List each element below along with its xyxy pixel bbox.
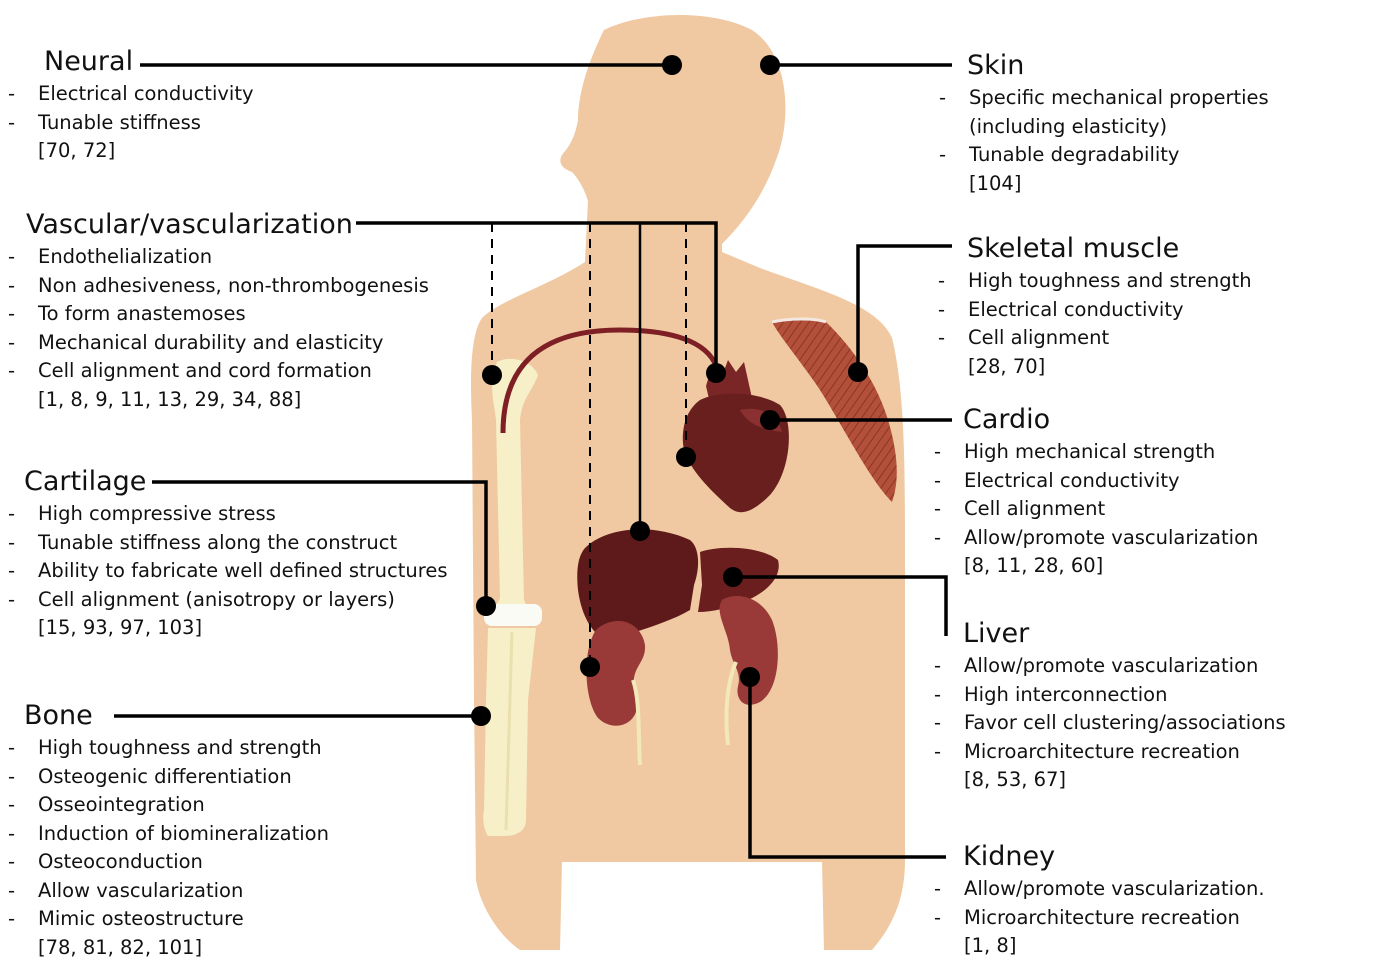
liver-item: Allow/promote vascularization [934,652,1286,681]
kidney-refs: [1, 8] [934,932,1265,961]
cartilage-item: Ability to fabricate well defined struct… [8,557,448,586]
kidney-item: Microarchitecture recreation [934,904,1265,933]
neural-block: Neural Electrical conductivity Tunable s… [8,46,254,166]
vascular-block: Vascular/vascularization Endothelializat… [8,209,429,414]
liver-item: High interconnection [934,681,1286,710]
cartilage-refs: [15, 93, 97, 103] [8,614,448,643]
liver-list: Allow/promote vascularization High inter… [934,652,1286,766]
cardio-block: Cardio High mechanical strength Electric… [934,404,1258,581]
bone-item: Mimic osteostructure [8,905,329,934]
skeletal-list: High toughness and strength Electrical c… [938,267,1252,353]
skeletal-title: Skeletal muscle [938,233,1252,265]
kidney-list: Allow/promote vascularization. Microarch… [934,875,1265,932]
liver-title: Liver [934,618,1286,650]
neural-item: Tunable stiffness [8,109,254,138]
cartilage-dot [476,596,496,616]
bone-block: Bone High toughness and strength Osteoge… [8,700,329,962]
skin-refs: [104] [939,170,1369,199]
vascular-kidney-dot [580,657,600,677]
cartilage-list: High compressive stress Tunable stiffnes… [8,500,448,614]
liver-item: Favor cell clustering/associations [934,709,1286,738]
cartilage-item: High compressive stress [8,500,448,529]
cardio-item: Allow/promote vascularization [934,524,1258,553]
skeletal-dot [848,362,868,382]
bone-dot [471,706,491,726]
cardio-item: High mechanical strength [934,438,1258,467]
skeletal-block: Skeletal muscle High toughness and stren… [938,233,1252,381]
bone-item: Osteoconduction [8,848,329,877]
neural-dot [662,55,682,75]
liver-block: Liver Allow/promote vascularization High… [934,618,1286,795]
vascular-item: Mechanical durability and elasticity [8,329,429,358]
cardio-title: Cardio [934,404,1258,436]
liver-dot [723,567,743,587]
vascular-item: To form anastemoses [8,300,429,329]
liver-refs: [8, 53, 67] [934,766,1286,795]
cardio-item: Cell alignment [934,495,1258,524]
cartilage-item: Tunable stiffness along the construct [8,529,448,558]
skin-title: Skin [939,50,1369,82]
cardio-refs: [8, 11, 28, 60] [934,552,1258,581]
skin-item: Tunable degradability [939,141,1369,170]
head-shape [560,15,785,252]
bone-title: Bone [8,700,329,732]
vascular-item: Non adhesiveness, non-thrombogenesis [8,272,429,301]
skin-block: Skin Specific mechanical properties (inc… [939,50,1369,198]
skin-dot [760,55,780,75]
vascular-arm-dot [482,365,502,385]
cardio-dot [760,410,780,430]
skeletal-item: High toughness and strength [938,267,1252,296]
bone-refs: [78, 81, 82, 101] [8,934,329,962]
skin-item: Specific mechanical properties (includin… [939,84,1369,141]
skin-list: Specific mechanical properties (includin… [939,84,1369,170]
kidney-item: Allow/promote vascularization. [934,875,1265,904]
cartilage-item: Cell alignment (anisotropy or layers) [8,586,448,615]
cardio-list: High mechanical strength Electrical cond… [934,438,1258,552]
neural-item: Electrical conductivity [8,80,254,109]
kidney-title: Kidney [934,841,1265,873]
vascular-list: Endothelialization Non adhesiveness, non… [8,243,429,386]
kidney-dot [740,667,760,687]
bone-item: Osseointegration [8,791,329,820]
vascular-title: Vascular/vascularization [8,209,429,241]
vascular-liver-dot [630,521,650,541]
liver-item: Microarchitecture recreation [934,738,1286,767]
vascular-item: Cell alignment and cord formation [8,357,429,386]
vascular-item: Endothelialization [8,243,429,272]
vascular-heart-dot [706,363,726,383]
cardio-item: Electrical conductivity [934,467,1258,496]
vascular-heart-lower-dot [676,447,696,467]
bone-item: Induction of biomineralization [8,820,329,849]
cartilage-block: Cartilage High compressive stress Tunabl… [8,466,448,643]
neural-list: Electrical conductivity Tunable stiffnes… [8,80,254,137]
neural-refs: [70, 72] [8,137,254,166]
bone-item: Allow vascularization [8,877,329,906]
skeletal-refs: [28, 70] [938,353,1252,382]
vascular-refs: [1, 8, 9, 11, 13, 29, 34, 88] [8,386,429,415]
skeletal-item: Cell alignment [938,324,1252,353]
cartilage-title: Cartilage [8,466,448,498]
neural-title: Neural [8,46,254,78]
kidney-block: Kidney Allow/promote vascularization. Mi… [934,841,1265,961]
human-body-silhouette [471,15,905,950]
bone-item: High toughness and strength [8,734,329,763]
skeletal-item: Electrical conductivity [938,296,1252,325]
bone-list: High toughness and strength Osteogenic d… [8,734,329,934]
bone-item: Osteogenic differentiation [8,763,329,792]
